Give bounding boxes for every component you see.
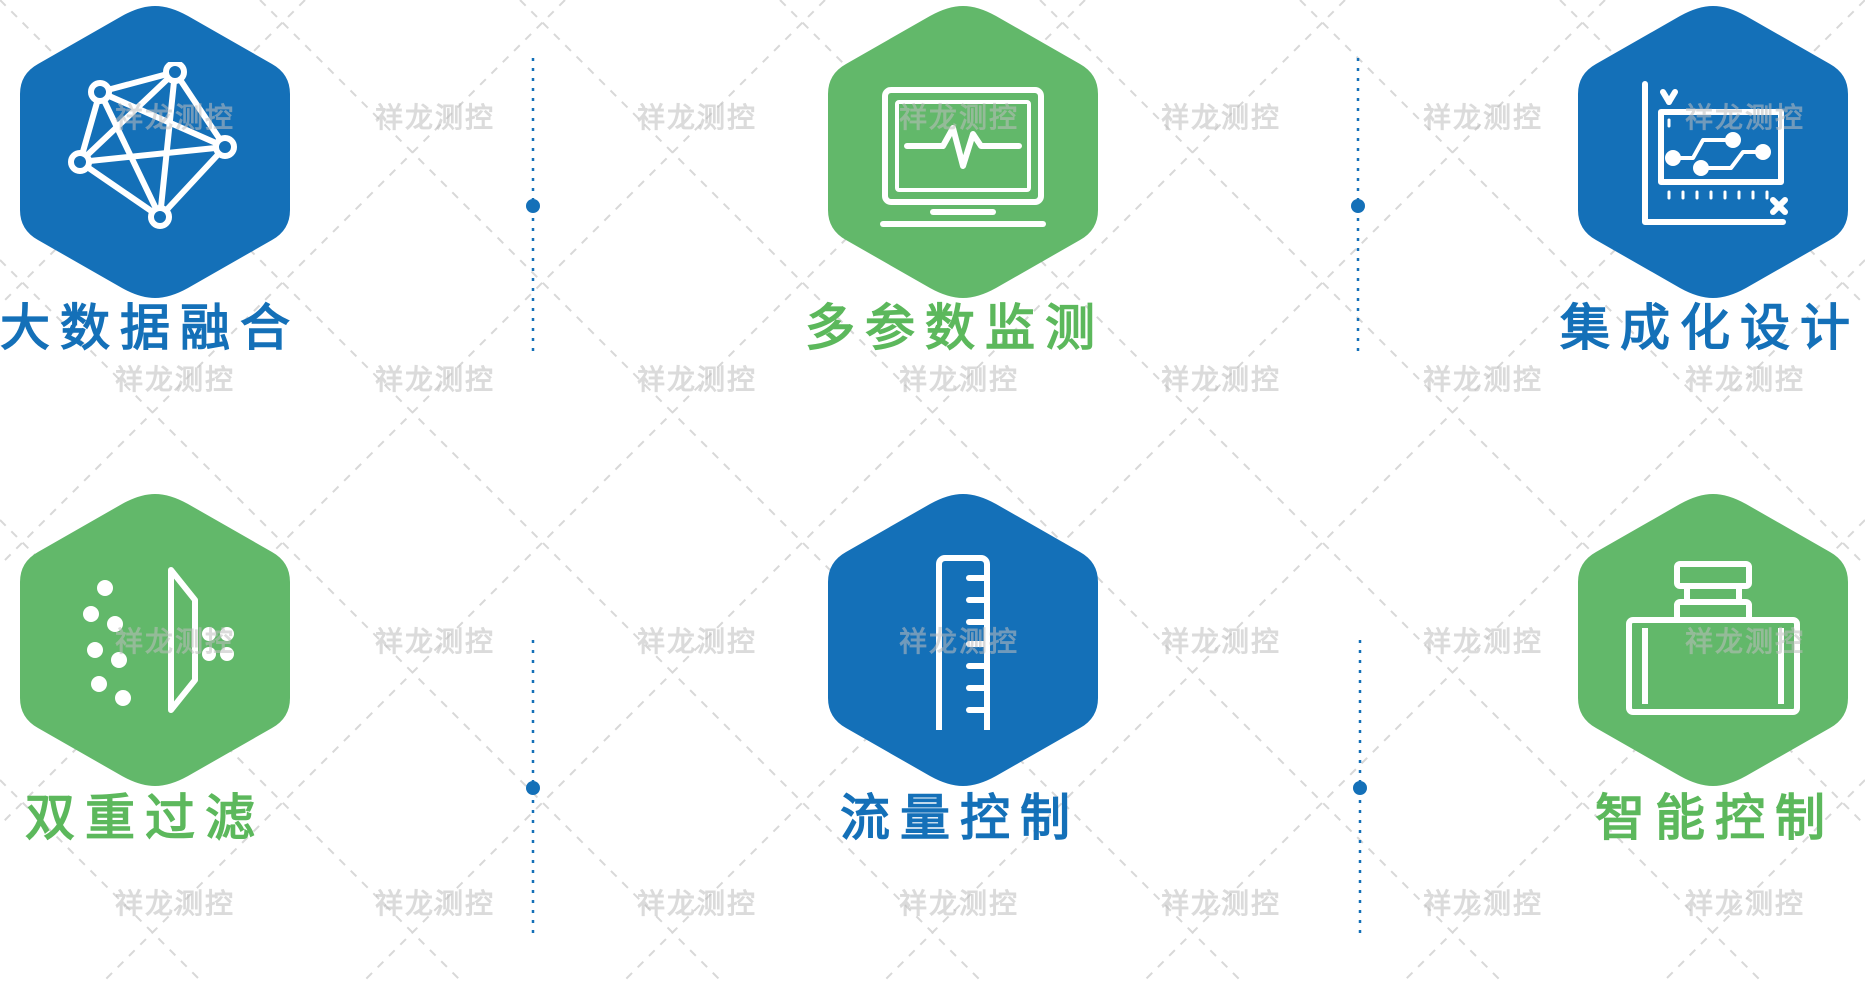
divider-dotted-4 <box>1353 640 1367 940</box>
feature-label-big-data-fusion: 大数据融合 <box>0 299 300 357</box>
feature-card-smart-control <box>1568 490 1858 790</box>
hexagon-badge <box>10 490 300 790</box>
feature-label-flow-control: 流量控制 <box>840 789 1080 847</box>
divider-dotted-1 <box>526 58 540 358</box>
feature-card-multi-parameter-monitoring <box>818 2 1108 302</box>
monitor-pulse-icon <box>873 62 1053 242</box>
feature-card-big-data-fusion <box>10 2 300 302</box>
hexagon-badge <box>818 490 1108 790</box>
divider-dotted-2 <box>1351 58 1365 358</box>
filter-icon <box>65 550 245 730</box>
feature-card-integrated-design <box>1568 2 1858 302</box>
feature-label-double-filtration: 双重过滤 <box>25 789 265 847</box>
network-graph-icon <box>65 60 245 242</box>
feature-label-integrated-design: 集成化设计 <box>1560 299 1860 357</box>
ruler-gauge-icon <box>873 550 1053 741</box>
divider-dotted-3 <box>526 640 540 940</box>
feature-label-multi-parameter-monitoring: 多参数监测 <box>805 299 1105 357</box>
valve-icon <box>1623 550 1803 730</box>
feature-label-smart-control: 智能控制 <box>1595 789 1835 847</box>
feature-card-flow-control <box>818 490 1108 790</box>
circuit-board-icon <box>1623 62 1803 242</box>
feature-card-double-filtration <box>10 490 300 790</box>
